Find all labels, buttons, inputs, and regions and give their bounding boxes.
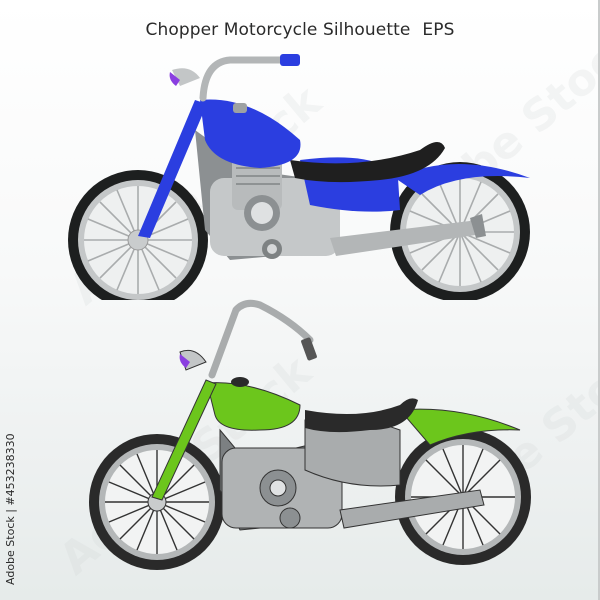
title-suffix: EPS	[422, 20, 455, 40]
front-wheel-icon	[89, 434, 225, 570]
title-main: Chopper Motorcycle Silhouette	[145, 20, 411, 40]
right-border	[598, 0, 600, 600]
blue-motorcycle-illustration	[68, 54, 530, 300]
image-title: Chopper Motorcycle Silhouette EPS	[0, 20, 600, 40]
front-wheel-icon	[68, 170, 208, 300]
